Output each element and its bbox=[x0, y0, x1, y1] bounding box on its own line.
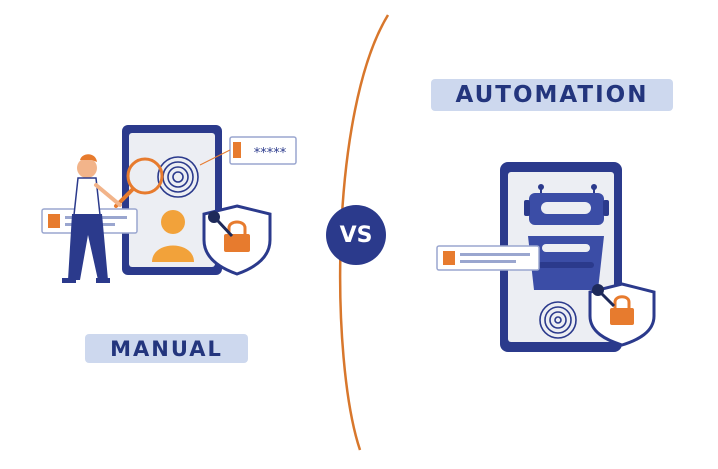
manual-label: MANUAL bbox=[85, 334, 248, 363]
robot-icon bbox=[524, 184, 609, 290]
lock-icon bbox=[224, 220, 250, 252]
versus-badge: VS bbox=[326, 205, 386, 265]
manual-phone bbox=[122, 125, 222, 275]
automation-label: AUTOMATION bbox=[431, 79, 673, 111]
lock-icon-right bbox=[610, 295, 634, 325]
key-icon bbox=[208, 211, 234, 238]
password-field: ***** bbox=[229, 136, 297, 165]
fingerprint-icon-right bbox=[539, 301, 577, 339]
person-figure bbox=[62, 154, 122, 283]
connector-line bbox=[199, 149, 231, 166]
id-card-icon-right bbox=[436, 245, 540, 271]
key-icon-right bbox=[592, 284, 616, 308]
password-mask: ***** bbox=[254, 146, 287, 161]
user-icon bbox=[152, 210, 194, 262]
